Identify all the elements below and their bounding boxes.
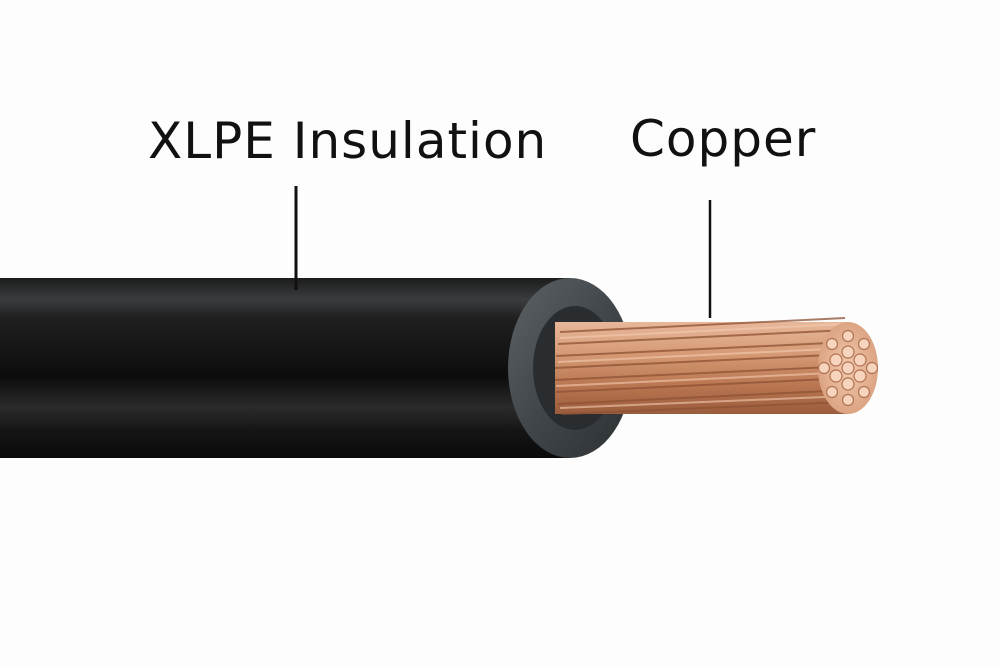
insulation-label: XLPE Insulation [148, 112, 548, 170]
copper-label: Copper [630, 110, 817, 168]
conductor-end-face [817, 322, 879, 414]
copper-conductor [554, 317, 879, 415]
insulation-jacket [0, 278, 632, 458]
